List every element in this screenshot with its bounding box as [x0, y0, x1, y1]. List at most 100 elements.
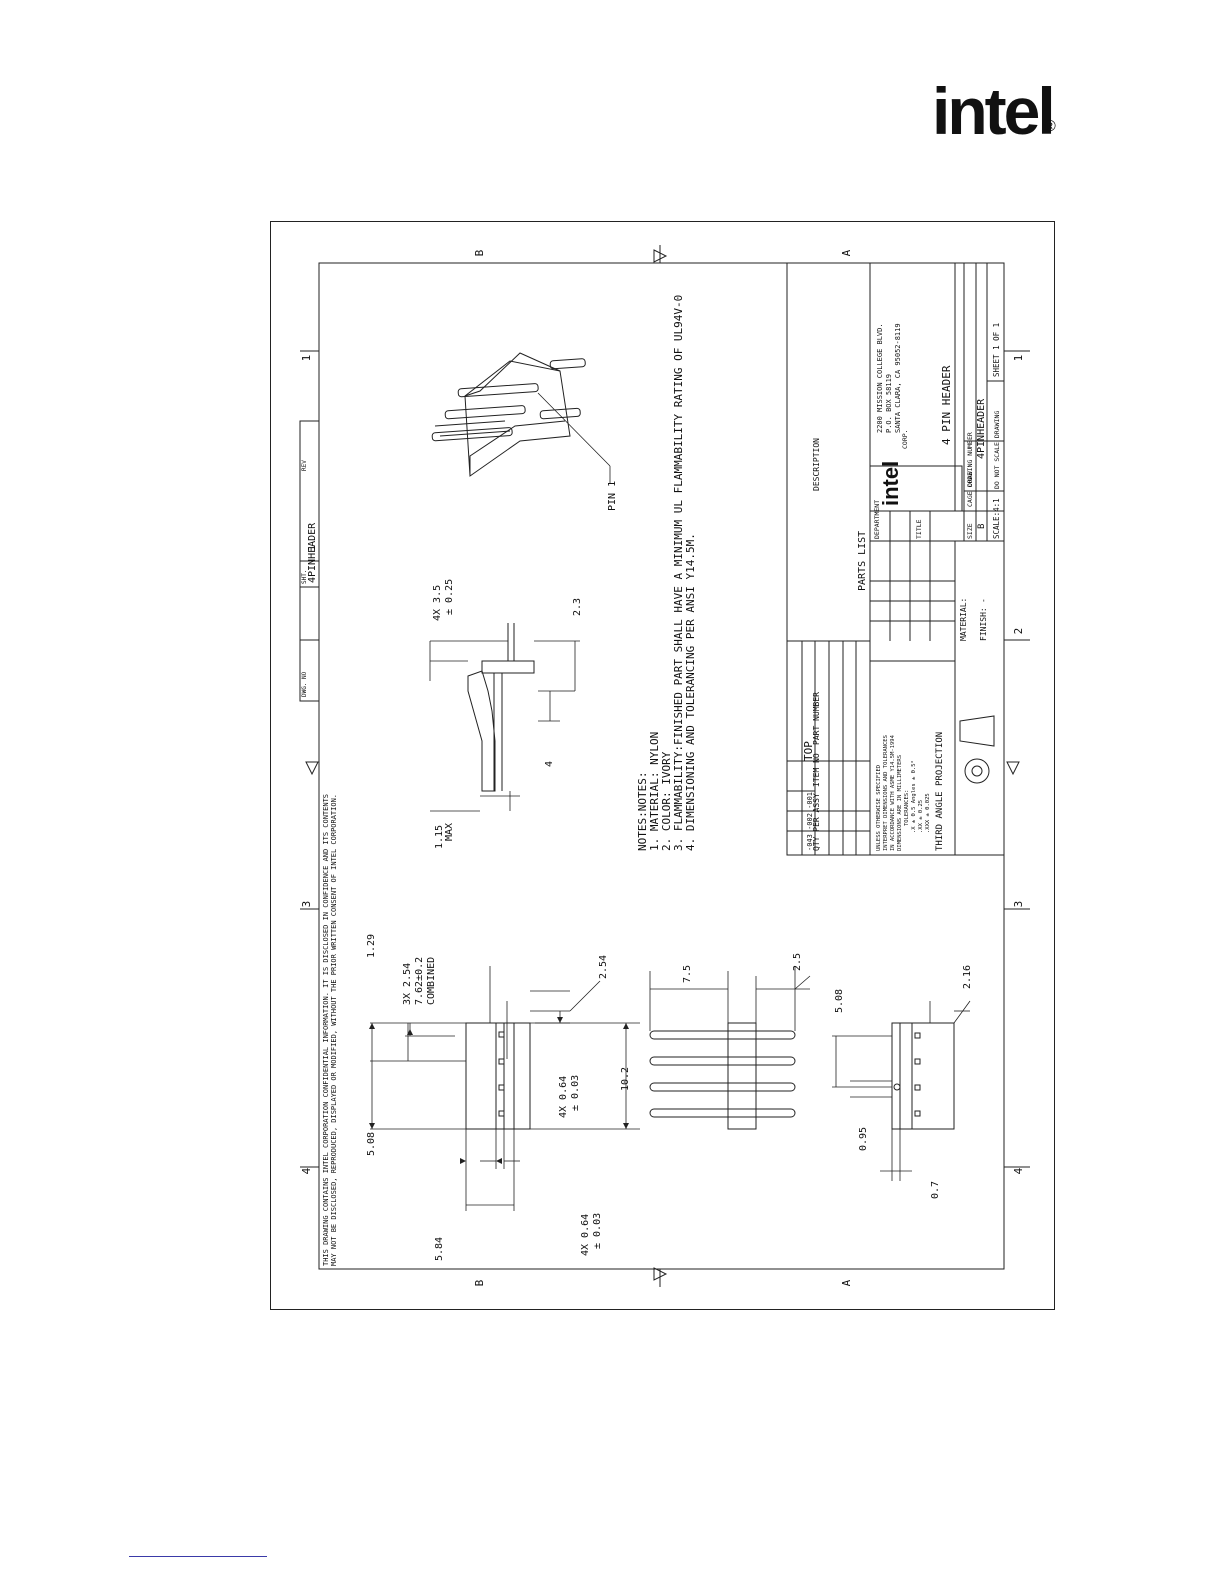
dim-7-62: 7.62±0.2	[414, 957, 425, 1005]
profile-view-dims: 1.15 MAX 4 2.3 4X 3.5 ± 0.25	[432, 579, 583, 849]
engineering-drawing: B A B A 4 3 1 4 3 2 1 THIS DRAWING CONTA…	[270, 221, 1055, 1310]
profile-view	[429, 623, 580, 812]
address-line-2: P.O. BOX 58119	[885, 374, 893, 433]
dim-5-08-bottom: 5.08	[834, 989, 845, 1013]
item-no: ITEM NO	[812, 753, 821, 787]
corp-label: CORP.	[901, 429, 909, 449]
dim-0-7: 0.7	[930, 1181, 941, 1199]
do-not-scale-label: DO NOT SCALE DRAWING	[993, 411, 1001, 489]
tolerance-line-3: IN ACCORDANCE WITH ASME Y14.5M-1994	[890, 734, 896, 851]
tol-0-03-a: ± 0.03	[592, 1213, 603, 1249]
tolerance-line-1: UNLESS OTHERWISE SPECIFIED	[876, 765, 882, 851]
zone-number-4-right: 4	[1012, 1167, 1025, 1174]
side-view	[649, 966, 811, 1130]
dim-4: 4	[544, 761, 555, 767]
top-label: TOP	[802, 741, 815, 761]
cage-code-label: CAGE CODE	[966, 472, 974, 507]
confidential-line-1: THIS DRAWING CONTAINS INTEL CORPORATION …	[322, 794, 330, 1266]
outer-border	[270, 221, 1055, 1310]
note-2: 2. COLOR: IVORY	[660, 751, 673, 851]
description-header: DESCRIPTION	[812, 438, 821, 491]
department-label: DEPARTMENT	[873, 500, 881, 539]
top-view-pins	[498, 1031, 505, 1117]
top-view-dims: 5.84 4X 0.64 ± 0.03 5.08 1.29 3X 2.54 7.…	[366, 934, 631, 1261]
dim-2-5: 2.5	[792, 953, 803, 971]
projection-label: THIRD ANGLE PROJECTION	[935, 732, 945, 851]
pin-1-label: PIN 1	[607, 481, 618, 511]
side-view-pins	[649, 1030, 796, 1118]
sht-label: SHT.	[301, 570, 308, 584]
drawing-title: 4 PIN HEADER	[940, 365, 953, 445]
title-block	[786, 262, 1005, 856]
dim-3x-2-54: 3X 2.54	[402, 963, 413, 1005]
tolerance-line-7: .XX ± 0.25	[918, 800, 924, 833]
zone-letter-a-bottom: A	[840, 1279, 853, 1286]
top-view	[369, 966, 640, 1211]
tol-0-03-b: ± 0.03	[570, 1075, 581, 1111]
bottom-view-pins	[914, 1032, 921, 1117]
scale-label: SCALE:4:1	[992, 498, 1001, 539]
drawing-sheet: B A B A 4 3 1 4 3 2 1 THIS DRAWING CONTA…	[270, 221, 1055, 1310]
isometric-view	[431, 352, 611, 483]
zone-number-2-right: 2	[1012, 628, 1025, 635]
note-1: 1. MATERIAL: NYLON	[648, 732, 661, 851]
footer-rule	[129, 1556, 267, 1557]
dim-5-08: 5.08	[366, 1132, 377, 1156]
combined-label: COMBINED	[426, 957, 437, 1005]
zone-ticks	[300, 245, 1030, 1287]
part-number-header: PART NUMBER	[812, 692, 821, 745]
tolerance-line-8: .XXX ± 0.025	[925, 793, 931, 833]
zone-number-4-left: 4	[300, 1167, 313, 1174]
dim-0-95: 0.95	[858, 1127, 869, 1151]
parts-list-label: PARTS LIST	[857, 531, 868, 591]
finish-value: -	[979, 598, 988, 603]
max-label: MAX	[444, 823, 455, 841]
dwg-number: 4PINHEADER	[307, 522, 318, 583]
dim-1-15: 1.15	[434, 825, 445, 849]
address-line-1: 2200 MISSION COLLEGE BLVD.	[876, 323, 884, 433]
note-4: 4. DIMENSIONING AND TOLERANCING PER ANSI…	[684, 533, 697, 851]
zone-letter-b-bottom: B	[473, 1279, 486, 1286]
confidential-notice: THIS DRAWING CONTAINS INTEL CORPORATION …	[322, 794, 338, 1266]
zone-number-1-right: 1	[1012, 355, 1025, 362]
sheet-label: SHEET 1 OF 1	[992, 323, 1001, 377]
tol-0-25: ± 0.25	[444, 579, 455, 615]
title-block-intel-logo: intel	[878, 461, 903, 506]
sheet-number: 1	[307, 545, 318, 551]
zone-number-3-left: 3	[300, 901, 313, 908]
zone-letter-b-top: B	[473, 249, 486, 256]
dim-1-29: 1.29	[366, 934, 377, 958]
address-line-3: SANTA CLARA, CA 95052-8119	[894, 323, 902, 433]
drawing-number: 4PINHEADER	[976, 398, 987, 459]
bottom-view	[832, 1000, 971, 1181]
qty-per-assy: QTY PER ASSY	[812, 793, 821, 851]
dwg-number-block: DWG. NO SHT. REV 4PINHEADER 1	[299, 420, 320, 702]
registered-mark: ®	[1044, 118, 1056, 135]
dim-2-3: 2.3	[572, 598, 583, 616]
dim-7-5: 7.5	[682, 965, 693, 983]
rev-label: REV	[301, 460, 308, 471]
dim-4x-0-64-a: 4X 0.64	[580, 1214, 591, 1256]
centering-arrows	[305, 249, 1020, 1281]
dim-10-2: 10.2	[620, 1067, 631, 1091]
notes-heading: NOTES:NOTES:	[636, 772, 649, 851]
dim-4x-0-64-b: 4X 0.64	[558, 1076, 569, 1118]
tolerance-line-2: INTERPRET DIMENSIONS AND TOLERANCES	[883, 735, 889, 851]
finish-label: FINISH:	[979, 607, 988, 641]
dim-2-54: 2.54	[598, 955, 609, 979]
notes: NOTES:NOTES: 1. MATERIAL: NYLON 2. COLOR…	[636, 295, 697, 851]
tolerance-line-4: DIMENSIONS ARE IN MILLIMETERS	[897, 755, 903, 851]
size-value: B	[977, 524, 987, 529]
drawing-number-label: DRAWING NUMBER	[966, 432, 974, 487]
tolerance-line-5: TOLERANCES:	[904, 790, 910, 826]
zone-number-3-right: 3	[1012, 901, 1025, 908]
zone-number-1-left: 1	[300, 355, 313, 362]
confidential-line-2: MAY NOT BE DISCLOSED, REPRODUCED, DISPLA…	[330, 794, 338, 1266]
intel-logo: intel ®	[932, 78, 1062, 152]
dim-4x-3-5: 4X 3.5	[432, 585, 443, 621]
dash-numbers: -043 -002 -001	[806, 792, 814, 851]
title-block-text: QTY PER ASSY ITEM NO PART NUMBER DESCRIP…	[802, 323, 1001, 851]
zone-letter-a-top: A	[840, 249, 853, 256]
intel-wordmark: intel	[932, 74, 1056, 148]
dwg-no-label: DWG. NO	[301, 671, 308, 697]
